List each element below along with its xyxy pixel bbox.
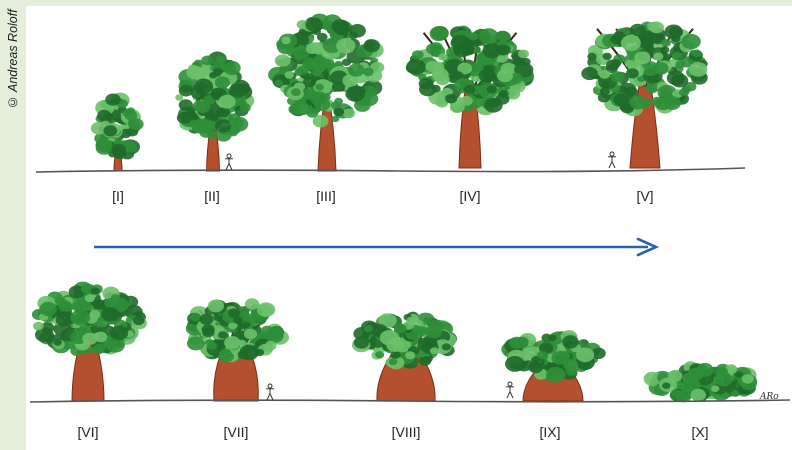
figures-layer (225, 151, 616, 401)
tree-stage-5 (581, 21, 708, 169)
stage-label-1: [I] (112, 188, 124, 204)
tree-stage-9 (501, 330, 606, 402)
tree-stage-6 (31, 281, 147, 402)
trees-layer (31, 13, 758, 403)
tree-stage-2 (175, 51, 255, 172)
credit-sidebar: © Andreas Roloff (0, 0, 26, 450)
stage-label-3: [III] (316, 188, 336, 204)
artist-signature: ARo (759, 392, 779, 402)
tree-stage-3 (268, 13, 385, 172)
stage-label-2: [II] (204, 188, 220, 204)
tree-stage-1 (90, 92, 144, 172)
ground-line-top (35, 167, 746, 173)
time-arrow-head (636, 237, 660, 257)
stage-label-5: [V] (636, 188, 654, 204)
tree-stage-4 (405, 25, 535, 169)
stage-label-10: [X] (691, 424, 709, 440)
stage-label-8: [VIII] (391, 424, 421, 440)
stage-label-7: [VII] (223, 424, 249, 440)
scale-figure (266, 383, 274, 401)
tree-stage-10 (643, 361, 758, 403)
time-arrow (94, 237, 660, 257)
tree-stage-8 (351, 311, 457, 402)
ground-line-bottom (29, 399, 791, 403)
stage-label-6: [VI] (77, 424, 99, 440)
scale-figure (225, 153, 233, 171)
scale-figure (608, 151, 616, 169)
stage-label-9: [IX] (539, 424, 561, 440)
scale-figure (506, 381, 514, 399)
stage-label-4: [IV] (459, 188, 481, 204)
top-band (26, 0, 792, 6)
tree-stage-7 (185, 298, 289, 402)
